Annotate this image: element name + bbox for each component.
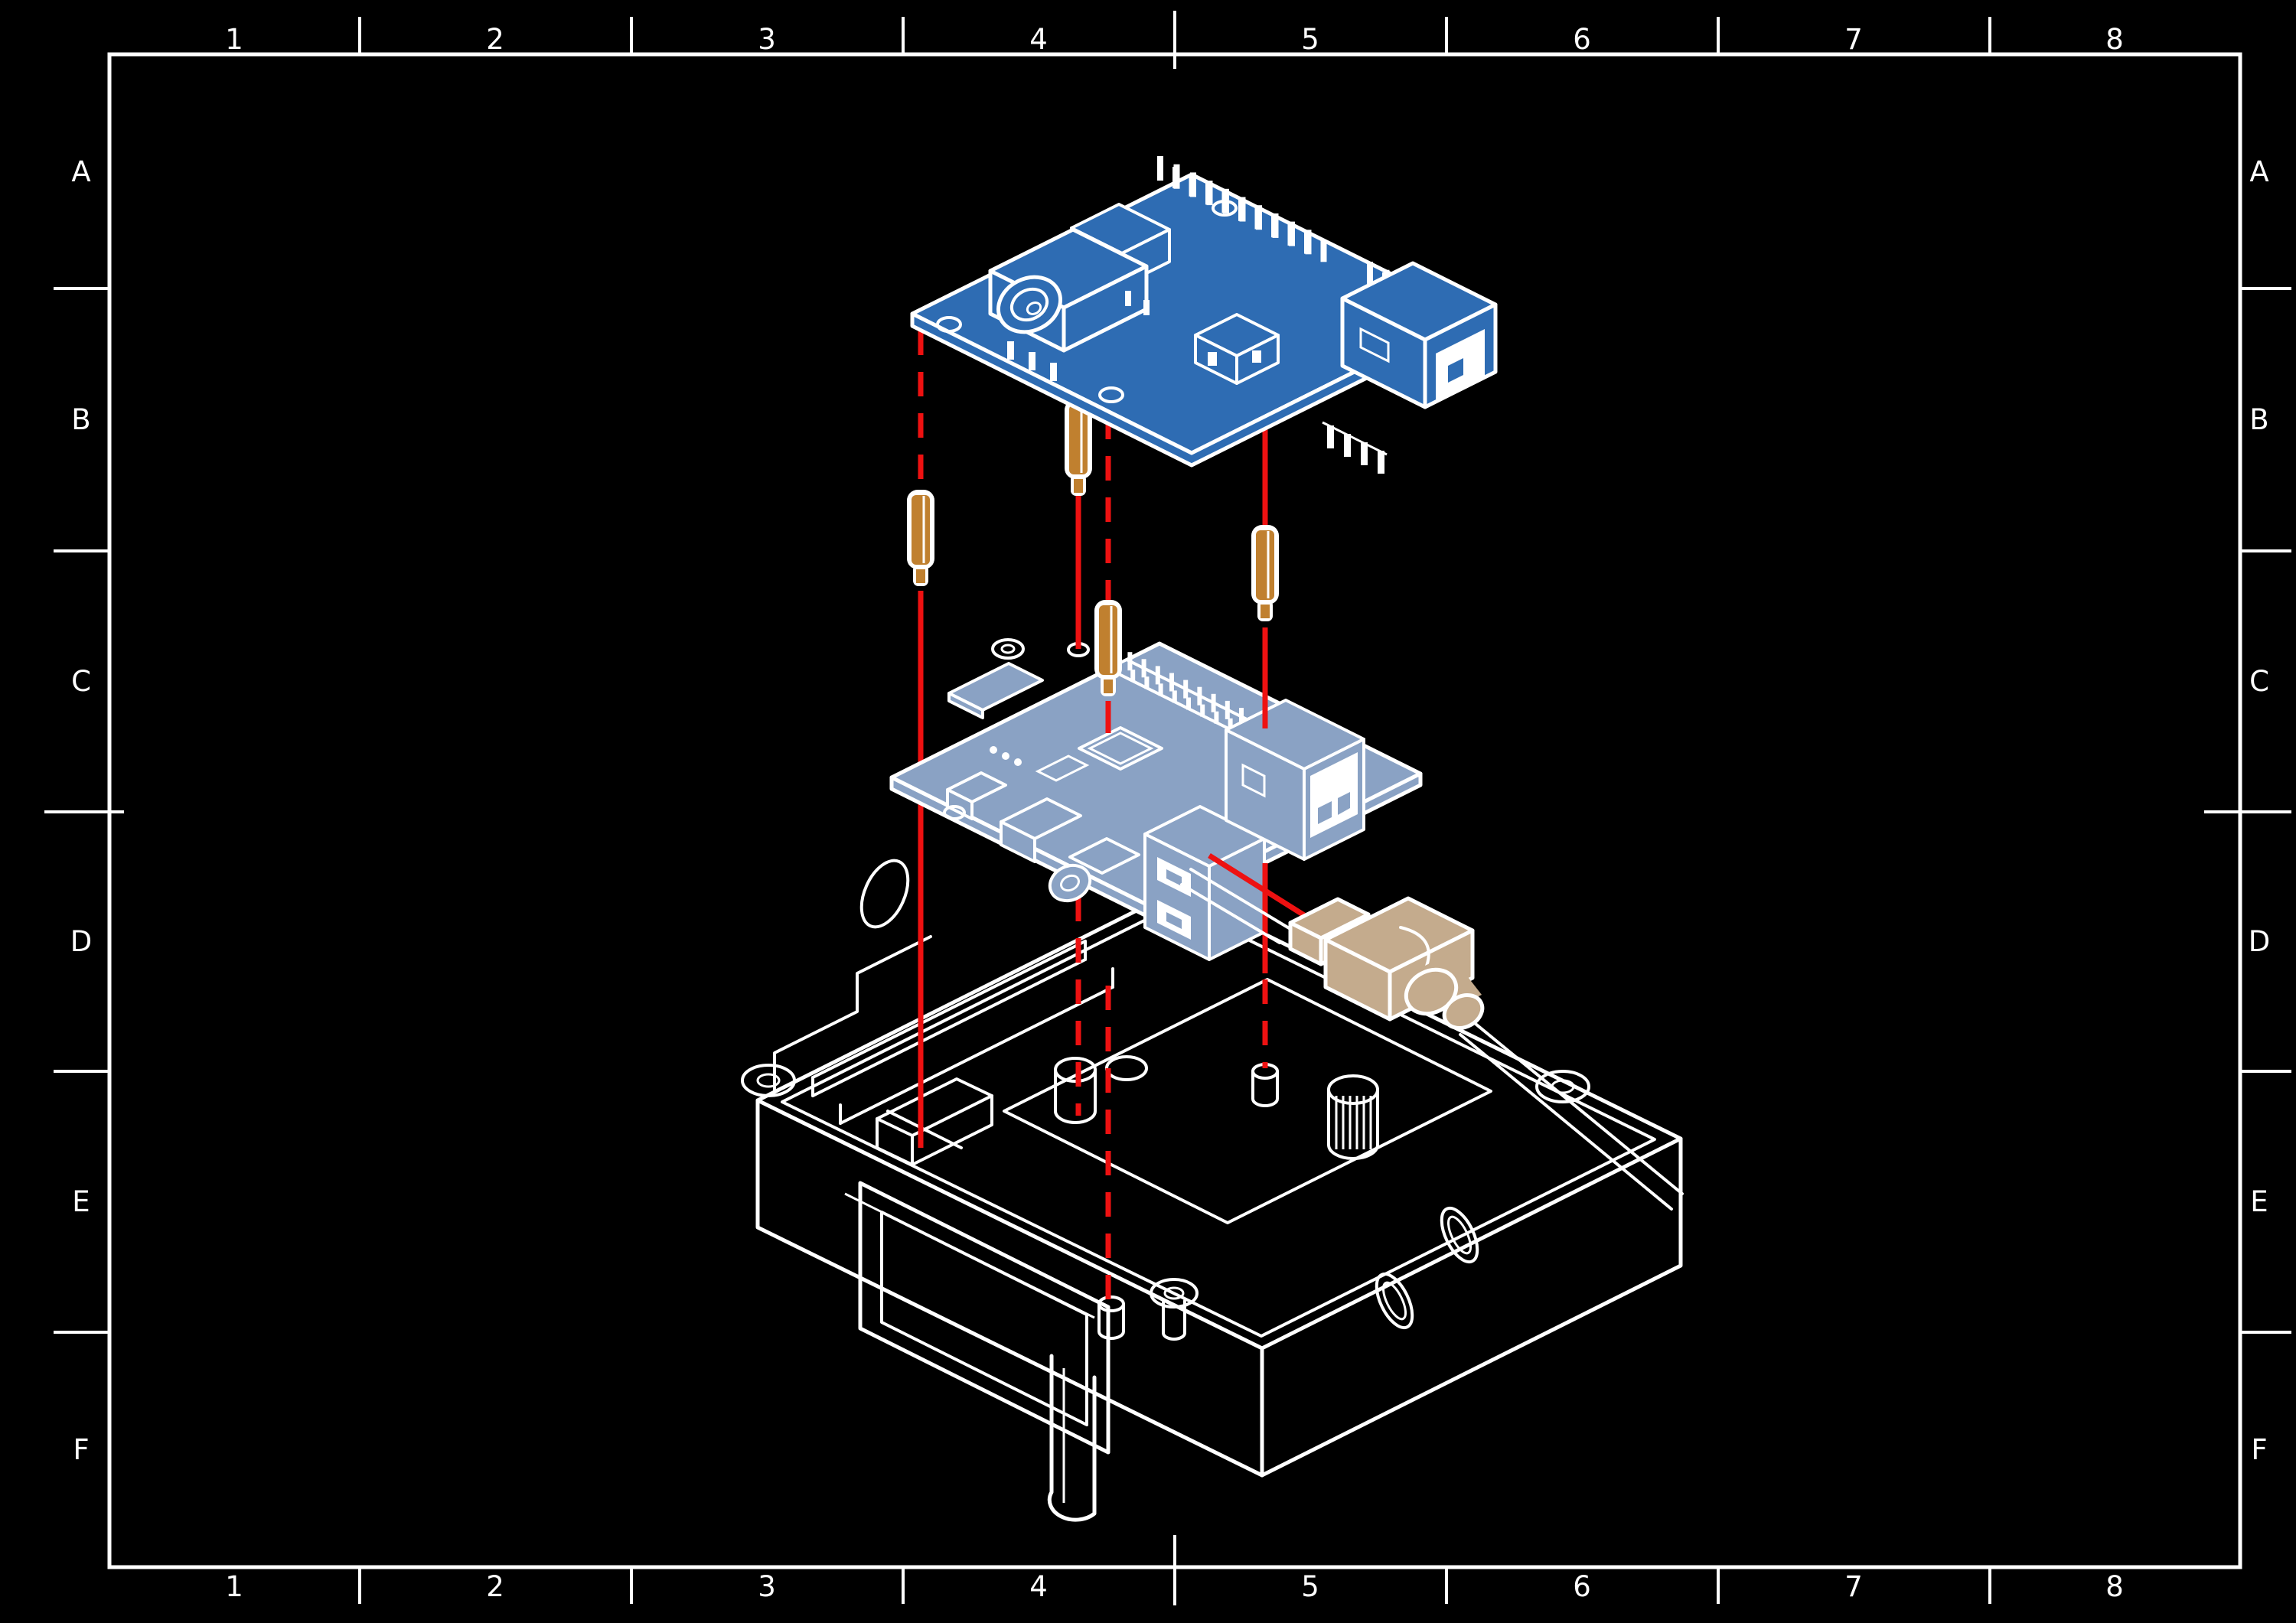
grommet-hole xyxy=(859,859,910,929)
usb-boot xyxy=(1404,967,1459,1016)
power-port-face xyxy=(946,788,974,820)
wall-hole-2 xyxy=(1440,1206,1479,1264)
row-label-right-F: F xyxy=(2251,1433,2267,1466)
audio-jack-hole xyxy=(1060,874,1080,892)
col-label-top-8: 8 xyxy=(2105,23,2124,56)
smd-dot xyxy=(1002,752,1009,760)
enclosure-rim-inner xyxy=(781,903,1656,1338)
row-label-right-B: B xyxy=(2249,403,2268,436)
col-label-bottom-6: 6 xyxy=(1573,1570,1591,1603)
plate-hole xyxy=(1105,1055,1148,1081)
hat-board xyxy=(910,156,1498,474)
usb-cable-line xyxy=(1459,1033,1673,1211)
smd-dot xyxy=(1014,758,1022,766)
usb-plug-seam xyxy=(1399,926,1430,972)
rail-channel xyxy=(811,940,1114,1149)
col-label-top-4: 4 xyxy=(1029,23,1048,56)
hat-chip xyxy=(1194,313,1280,385)
floor-edge xyxy=(844,1192,1095,1319)
col-label-top-6: 6 xyxy=(1573,23,1591,56)
enclosure xyxy=(741,859,1683,1522)
row-label-left-F: F xyxy=(73,1433,89,1466)
standoff-1 xyxy=(907,490,934,586)
mounting-plate xyxy=(1003,978,1492,1224)
usb-stack xyxy=(1143,805,1266,961)
row-label-left-E: E xyxy=(72,1185,90,1218)
usb-plug-group xyxy=(1180,853,1684,1211)
cpu-chip-inner xyxy=(1087,732,1154,765)
sd-card-edge xyxy=(947,692,984,719)
window-outer xyxy=(858,1181,1110,1455)
standoff-4 xyxy=(1251,525,1279,621)
row-label-left-A: A xyxy=(71,155,90,188)
cpu-chip xyxy=(1078,726,1163,771)
alignment-line-usb xyxy=(1208,853,1306,917)
col-label-bottom-2: 2 xyxy=(486,1570,504,1603)
col-label-bottom-7: 7 xyxy=(1844,1570,1863,1603)
corner-boss-left xyxy=(741,1064,796,1097)
smd-dot xyxy=(990,746,997,754)
hdmi-port-face xyxy=(1000,820,1036,863)
col-label-top-7: 7 xyxy=(1844,23,1863,56)
flex-connector xyxy=(1035,754,1090,782)
nut-post-right xyxy=(1251,1063,1279,1107)
col-label-top-5: 5 xyxy=(1301,23,1319,56)
standoff-3 xyxy=(1094,600,1122,696)
row-label-right-D: D xyxy=(2249,925,2271,958)
standoff-2 xyxy=(1065,399,1092,496)
knurled-bushing xyxy=(1327,1074,1379,1160)
col-label-bottom-5: 5 xyxy=(1301,1570,1319,1603)
row-label-right-E: E xyxy=(2250,1185,2268,1218)
audio-jack-barrel xyxy=(1048,863,1092,903)
left-bracket xyxy=(876,1077,993,1166)
col-label-bottom-4: 4 xyxy=(1029,1570,1048,1603)
ethernet-port xyxy=(1225,699,1365,861)
audio-jack-body xyxy=(1068,837,1140,875)
pi-mount-holes xyxy=(943,638,1090,820)
col-label-bottom-8: 8 xyxy=(2105,1570,2124,1603)
pi-board xyxy=(889,638,1423,961)
wall-hole-1 xyxy=(1375,1272,1414,1330)
mount-post xyxy=(1054,1057,1097,1124)
insert-guide-line xyxy=(1189,868,1292,930)
frame-ticks xyxy=(44,11,2291,1605)
antenna-stub xyxy=(1047,1354,1097,1522)
corner-boss-bottom xyxy=(1150,1278,1199,1341)
row-label-right-C: C xyxy=(2249,665,2269,698)
alignment-lines-over xyxy=(1075,583,1268,973)
standoffs xyxy=(907,399,1279,696)
enclosure-rim-outer xyxy=(755,888,1683,1351)
col-label-bottom-1: 1 xyxy=(225,1570,243,1603)
col-label-top-2: 2 xyxy=(486,23,504,56)
col-label-top-1: 1 xyxy=(225,23,243,56)
hat-audio-jack xyxy=(988,203,1171,381)
row-label-left-C: C xyxy=(71,665,91,698)
row-label-right-A: A xyxy=(2249,155,2268,188)
insert-guide-line xyxy=(1180,883,1281,944)
col-label-top-3: 3 xyxy=(758,23,776,56)
usb-cable-line xyxy=(1474,1022,1684,1195)
nut-post-center xyxy=(1097,1295,1125,1340)
usb-boot-end xyxy=(1442,993,1485,1030)
hat-modular-jack xyxy=(1322,261,1498,474)
row-label-left-B: B xyxy=(71,403,90,436)
row-label-left-D: D xyxy=(70,925,93,958)
col-label-bottom-3: 3 xyxy=(758,1570,776,1603)
